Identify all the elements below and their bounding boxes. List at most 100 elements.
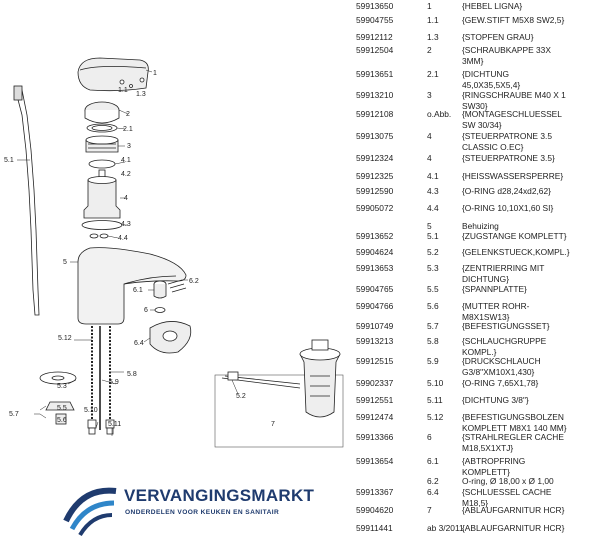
part-description: {STEUERPATRONE 3.5 CLASSIC O.EC} [462,131,552,152]
part-description: {SCHLUESSEL CACHE M18,5} [462,487,552,508]
callout-6-1: 6.1 [133,287,143,294]
position-number: 5 [427,221,432,231]
part-number: 59912515 [356,356,394,366]
callout-5-2: 5.2 [236,393,246,400]
part-description: {SPANNPLATTE} [462,284,527,294]
callout-3: 3 [127,143,131,150]
callout-1: 1 [153,70,157,77]
part-number: 59913652 [356,231,394,241]
callout-5-7: 5.7 [9,411,19,418]
position-number: 5.6 [427,301,439,311]
position-number: 2.1 [427,69,439,79]
part-description: {GEW.STIFT M5X8 SW2,5} [462,15,565,25]
callout-5-10: 5.10 [84,407,98,414]
o-ring-large-part [81,220,123,230]
lever-part [77,57,149,92]
position-number: 4 [427,131,432,141]
callout-1-3: 1.3 [136,91,146,98]
position-number: 4.4 [427,203,439,213]
callout-5-8: 5.8 [127,371,137,378]
callout-7: 7 [271,421,275,428]
callout-5: 5 [63,259,67,266]
part-description: {SCHLAUCHGRUPPE KOMPL.} [462,336,547,357]
position-number: 5.9 [427,356,439,366]
part-number: 59913367 [356,487,394,497]
part-number: 59904765 [356,284,394,294]
exploded-view-diagram: 1 1.1 1.3 2 2.1 3 4.1 4.2 4 4.3 4.4 5.1 … [4,57,344,448]
logo-title: VERVANGINGSMARKT [124,486,315,505]
part-description: {SCHRAUBKAPPE 33X 3MM} [462,45,551,66]
callout-4-2: 4.2 [121,171,131,178]
callout-5-6: 5.6 [57,417,67,424]
callout-4-4: 4.4 [118,235,128,242]
part-number: 59913654 [356,456,394,466]
part-description: Behuizing [462,221,499,231]
pull-rod-grip [13,85,23,101]
callout-4: 4 [124,195,128,202]
logo-subtitle: ONDERDELEN VOOR KEUKEN EN SANITAIR [125,509,280,516]
hot-water-stop-part [88,159,116,169]
part-number: 59913213 [356,336,394,346]
part-description: {ABLAUFGARNITUR HCR} [462,505,565,515]
part-number: 59910749 [356,321,394,331]
callout-6-2: 6.2 [189,278,199,285]
callout-5-12: 5.12 [58,335,72,342]
part-description: {GELENKSTUECK,KOMPL.} [462,247,570,257]
part-description: {STRAHLREGLER CACHE M18,5X1XTJ} [462,432,564,453]
vervangingsmarkt-logo: VERVANGINGSMARKT ONDERDELEN VOOR KEUKEN … [62,481,314,537]
part-description: {DICHTUNG 3/8"} [462,395,529,405]
part-number: 59905072 [356,203,394,213]
part-description: {MONTAGESCHLUESSEL SW 30/34} [462,109,562,130]
part-number: 59913210 [356,90,394,100]
position-number: 4 [427,153,432,163]
position-number: 5.1 [427,231,439,241]
position-number: 5.10 [427,378,444,388]
part-number: 59912108 [356,109,394,119]
callout-1-1: 1.1 [118,87,128,94]
position-number: 5.3 [427,263,439,273]
position-number: 1 [427,1,432,11]
part-number: 59912504 [356,45,394,55]
part-number: 59913650 [356,1,394,11]
part-description: {BEFESTIGUNGSSET} [462,321,550,331]
callout-5-1: 5.1 [4,157,14,164]
position-number: 4.3 [427,186,439,196]
position-number: 5.5 [427,284,439,294]
part-number: 59913651 [356,69,394,79]
part-description: {STEUERPATRONE 3.5} [462,153,555,163]
position-number: 4.1 [427,171,439,181]
position-number: ab 3/2011 [427,523,464,533]
faucet-body-part [77,247,187,325]
callout-2-1: 2.1 [123,126,133,133]
part-number: 59912324 [356,153,394,163]
cartridge-part [83,179,121,219]
part-number: 59904766 [356,301,394,311]
position-number: 5.7 [427,321,439,331]
part-description: {ABLAUFGARNITUR HCR} [462,523,565,533]
callout-4-3: 4.3 [121,221,131,228]
part-number: 59912112 [356,32,393,42]
position-number: 6.2 [427,476,439,486]
callout-5-3: 5.3 [57,383,67,390]
part-description: {ABTROPFRING KOMPLETT} [462,456,526,477]
part-description: O-ring, Ø 18,00 x Ø 1,00 [462,476,554,486]
part-description: {O-RING 10,10X1,60 SI} [462,203,554,213]
position-number: 7 [427,505,432,515]
position-number: 6 [427,432,432,442]
part-number: 59913366 [356,432,394,442]
part-number: 59904755 [356,15,394,25]
part-description: {STOPFEN GRAU} [462,32,534,42]
wave-emblem-icon [63,487,117,537]
clamp-plate-part [45,401,75,411]
callout-4-1: 4.1 [121,157,131,164]
callout-5-11: 5.11 [108,421,121,428]
part-description: {BEFESTIGUNGSBOLZEN KOMPLETT M8X1 140 MM… [462,412,567,433]
part-number: 59911441 [356,523,393,533]
position-number: 1.1 [427,15,439,25]
pipe-nut-part [55,413,67,425]
callout-5-9: 5.9 [109,379,119,386]
part-description: {MUTTER ROHR- M8X1SW13} [462,301,530,322]
position-number: 5.8 [427,336,439,346]
part-description: {O-RING 7,65X1,78} [462,378,539,388]
position-number: 5.12 [427,412,444,422]
